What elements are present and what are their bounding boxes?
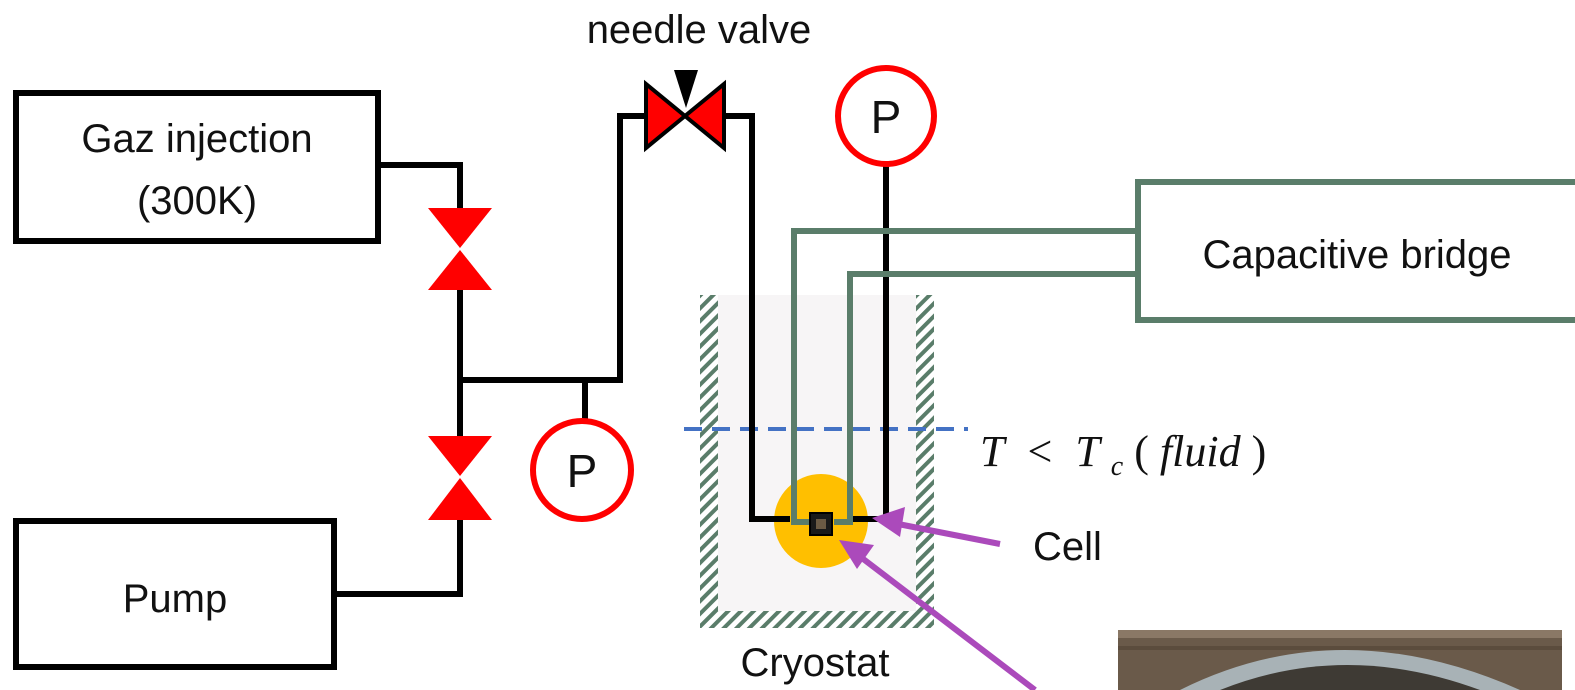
pipe-to-needle-valve (460, 113, 646, 383)
condition-fluid: fluid (1160, 427, 1242, 476)
pressure-gauge-upper: P (835, 65, 937, 167)
valve-lower-bottom-triangle (428, 478, 492, 520)
needle-valve-needle (674, 70, 698, 108)
pump-box (13, 518, 337, 670)
condition-label: T < T c ( fluid ) (980, 427, 1266, 485)
photo-wood-grain-1 (1118, 630, 1562, 638)
needle-valve (644, 70, 726, 153)
pressure-gauge-lower: P (530, 418, 634, 522)
cryostat-label: Cryostat (741, 641, 890, 685)
pressure-gauge-upper-label: P (871, 91, 902, 143)
capacitive-bridge-box (1135, 179, 1575, 323)
needle-valve-right-triangle (681, 79, 726, 153)
needle-valve-label: needle valve (587, 8, 812, 52)
cryostat-wall-bottom (700, 611, 934, 628)
condition-less-than: < (1027, 427, 1052, 476)
pipe-gas-injection (378, 162, 463, 210)
cell-label: Cell (1033, 525, 1102, 569)
arrows (839, 507, 1037, 690)
valve-upper-top-triangle (428, 208, 492, 248)
pipe-pump (337, 520, 463, 597)
needle-valve-left-triangle (644, 79, 689, 153)
cell-arrow-shaft (892, 520, 1001, 547)
pressure-gauge-lower-circle (530, 418, 634, 522)
pipe-needle-valve-to-cell (724, 113, 790, 522)
pressure-gauge-upper-circle (835, 65, 937, 167)
photo-ring-inner (1220, 665, 1480, 690)
photo-inset (1118, 630, 1562, 690)
gas-injection-box (13, 90, 381, 244)
valve-upper-bottom-triangle (428, 250, 492, 290)
pump-label: Pump (123, 577, 228, 621)
valve-lower-top-triangle (428, 436, 492, 476)
condition-paren-open: ( (1134, 427, 1149, 476)
condition-tc: T (1075, 427, 1103, 476)
valve-upper (428, 208, 492, 290)
cryostat-wall-right (916, 295, 934, 628)
gas-injection-label-line1: Gaz injection (81, 117, 312, 161)
pressure-gauge-lower-label: P (567, 445, 598, 497)
cryostat (700, 295, 934, 628)
valve-lower (428, 436, 492, 520)
bridge-wire-outer (791, 228, 1138, 525)
condition-paren-close: ) (1252, 427, 1267, 476)
cell-arrow-head (872, 507, 905, 537)
condition-t: T (980, 427, 1008, 476)
photo-wood-grain-2 (1118, 646, 1562, 650)
bridge-wire-inner (834, 271, 1138, 525)
sample-arrow-head (839, 540, 874, 569)
bridge-wires (791, 228, 1138, 525)
sample-arrow-shaft (856, 552, 1037, 690)
condition-subscript-c: c (1111, 451, 1124, 482)
gas-injection-label-line2: (300K) (137, 179, 257, 223)
sample-square-inner (816, 519, 826, 529)
cryostat-wall-left (700, 295, 718, 628)
capacitive-bridge-label: Capacitive bridge (1202, 233, 1511, 277)
